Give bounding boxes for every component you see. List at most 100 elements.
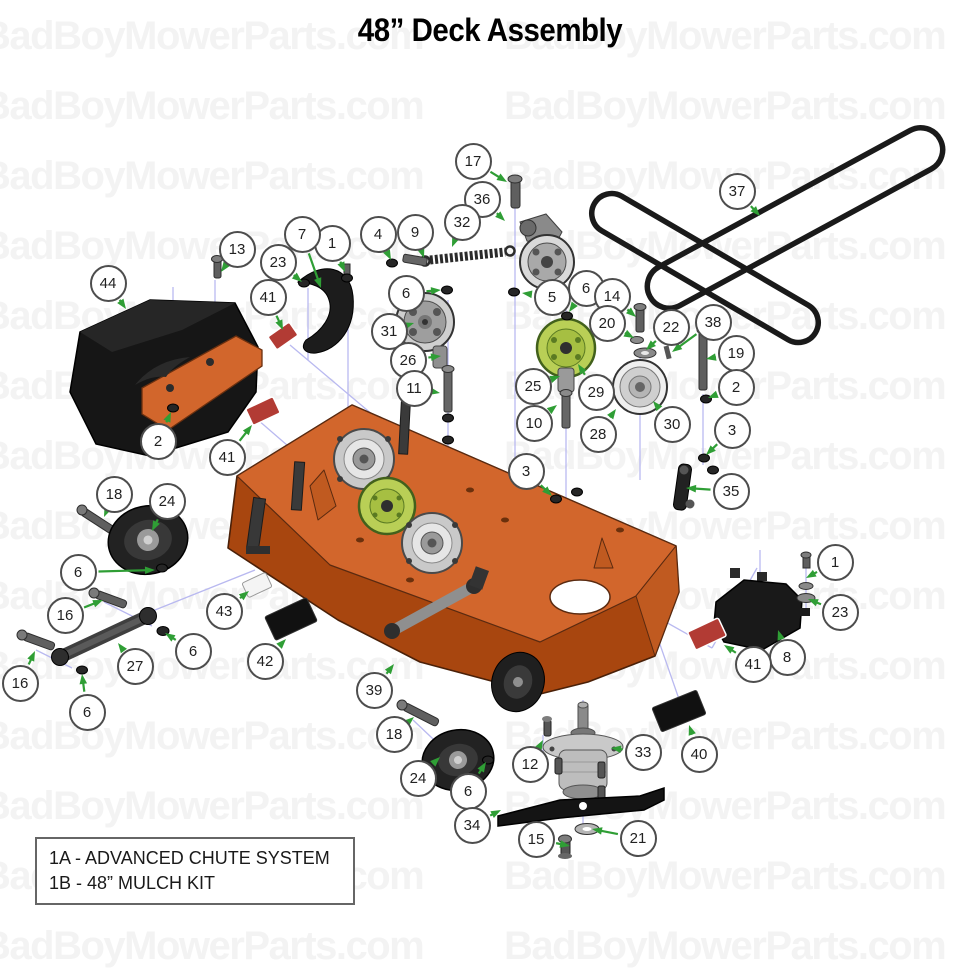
callout-35: 35 [712, 472, 750, 510]
callout-41: 41 [734, 645, 772, 683]
spindle-assembly [542, 701, 624, 801]
callout-arrow-head [152, 520, 160, 531]
watermark-text: BadBoyMowerParts.com [504, 924, 947, 968]
callout-arrow-head [496, 173, 507, 182]
callout-6: 6 [59, 553, 97, 591]
callout-25: 25 [514, 367, 552, 405]
callout-arrow-head [403, 717, 414, 727]
callout-arrow-head [275, 319, 283, 330]
callout-arrow-head [276, 639, 286, 649]
callout-3: 3 [507, 452, 545, 490]
callout-2: 2 [139, 422, 177, 460]
callout-1: 1 [816, 543, 854, 581]
callout-arrow-head [384, 664, 394, 675]
callout-arrow-head [314, 277, 322, 288]
callout-arrow-head [117, 298, 126, 309]
callout-arrow-line [83, 601, 96, 609]
callout-5: 5 [533, 278, 571, 316]
callout-arrow-head [165, 633, 176, 642]
callout-27: 27 [116, 647, 154, 685]
callout-arrow-head [607, 409, 616, 420]
callout-arrow-head [708, 390, 719, 398]
callout-arrow-head [118, 643, 127, 654]
callout-arrow-head [430, 757, 440, 767]
callout-arrow-head [706, 353, 717, 361]
callout-2: 2 [717, 368, 755, 406]
callout-11: 11 [395, 369, 433, 407]
callout-arrow-head [242, 425, 252, 436]
callout-43: 43 [205, 592, 243, 630]
callout-arrow-head [569, 301, 578, 312]
callout-arrow-head [477, 762, 486, 773]
callout-arrow-head [688, 725, 696, 736]
callout-arrow-head [495, 211, 505, 221]
callout-20: 20 [588, 304, 626, 342]
callout-arrow-head [144, 566, 155, 575]
callout-40: 40 [680, 735, 718, 773]
callout-8: 8 [768, 638, 806, 676]
callout-arrow-head [672, 343, 683, 352]
callout-16: 16 [1, 664, 39, 702]
callout-29: 29 [577, 373, 615, 411]
callout-24: 24 [148, 482, 186, 520]
callout-arrow-head [522, 290, 533, 299]
callout-4: 4 [359, 215, 397, 253]
watermark-text: BadBoyMowerParts.com [0, 154, 425, 198]
deck-roller-bar [384, 566, 489, 639]
callout-arrow-line [238, 430, 248, 442]
callout-arrow-line [307, 252, 320, 281]
callout-19: 19 [717, 334, 755, 372]
callout-arrow-head [79, 674, 88, 685]
callout-15: 15 [517, 820, 555, 858]
deck-spindle-left [333, 428, 395, 490]
callout-41: 41 [208, 438, 246, 476]
callout-arrow-head [653, 401, 663, 412]
callout-22: 22 [652, 308, 690, 346]
callout-34: 34 [453, 806, 491, 844]
callout-arrow-head [430, 287, 441, 295]
top-hardware [167, 253, 573, 413]
callout-arrow-head [430, 353, 441, 361]
callout-28: 28 [579, 415, 617, 453]
callout-arrow-head [490, 810, 501, 818]
watermark-text: BadBoyMowerParts.com [0, 924, 425, 968]
callout-arrow-line [693, 487, 711, 491]
callout-arrow-head [383, 249, 391, 260]
callout-6: 6 [387, 274, 425, 312]
deck-spindle-right [401, 512, 463, 574]
callout-3: 3 [713, 411, 751, 449]
callout-arrow-head [750, 206, 760, 216]
callout-7: 7 [283, 215, 321, 253]
callout-38: 38 [694, 303, 732, 341]
page-title: 48” Deck Assembly [357, 12, 623, 48]
callout-arrow-line [677, 333, 698, 349]
callout-41: 41 [249, 278, 287, 316]
callout-arrow-head [592, 827, 603, 835]
callout-arrow-head [92, 600, 103, 608]
watermark-text: BadBoyMowerParts.com [504, 14, 947, 58]
callout-23: 23 [259, 243, 297, 281]
belt-illustration [589, 125, 946, 346]
pulley-29-stack [535, 317, 597, 429]
watermark-text: BadBoyMowerParts.com [0, 784, 425, 828]
deck-idler-green [357, 476, 417, 536]
callout-arrow-head [163, 412, 171, 423]
callout-32: 32 [443, 203, 481, 241]
callout-arrow-head [625, 307, 636, 317]
callout-arrow-line [98, 569, 148, 573]
callout-37: 37 [718, 172, 756, 210]
callout-6: 6 [68, 693, 106, 731]
callout-6: 6 [449, 772, 487, 810]
callout-arrow-head [706, 445, 716, 455]
callout-23: 23 [821, 593, 859, 631]
callout-arrow-head [578, 364, 587, 375]
callout-arrow-head [559, 840, 570, 848]
callout-arrow-head [542, 486, 552, 496]
callout-16: 16 [46, 596, 84, 634]
callout-arrow-head [777, 630, 785, 641]
watermark-text: BadBoyMowerParts.com [0, 84, 425, 128]
left-wheel-assembly [76, 504, 189, 576]
callout-arrow-head [238, 591, 249, 601]
